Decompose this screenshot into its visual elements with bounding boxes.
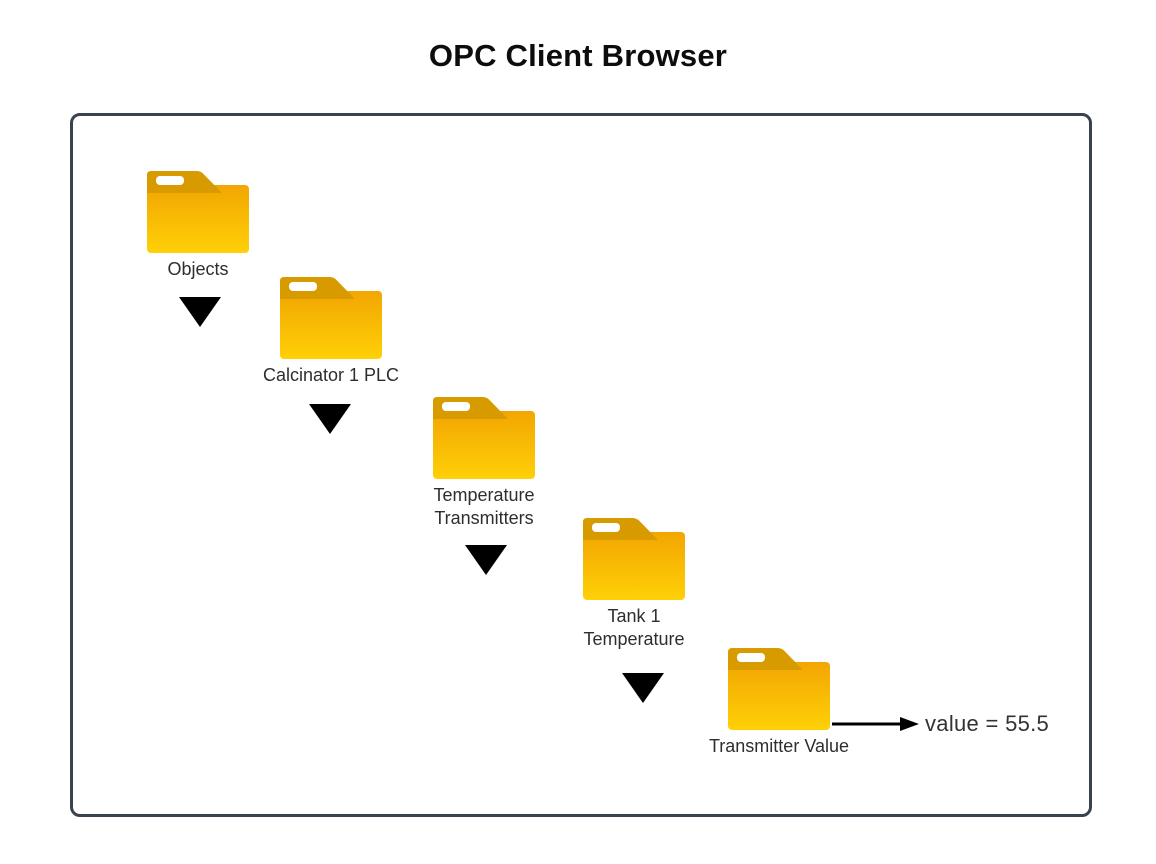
folder-icon[interactable] <box>279 272 383 360</box>
value-arrow-icon <box>832 717 919 731</box>
node-label: Objects <box>167 259 229 279</box>
tree-node-tank-1-temperature: Tank 1 Temperature <box>554 513 714 651</box>
triangle-down-icon[interactable] <box>308 403 352 435</box>
page-title: OPC Client Browser <box>428 38 728 73</box>
folder-icon[interactable] <box>582 513 686 601</box>
value-annotation: value = 55.5 <box>925 711 1050 736</box>
folder-icon[interactable] <box>727 643 831 731</box>
folder-icon[interactable] <box>146 166 250 254</box>
folder-icon[interactable] <box>432 392 536 480</box>
node-label: Temperature Transmitters <box>433 485 535 528</box>
node-label: Tank 1 Temperature <box>583 606 685 649</box>
node-label: Transmitter Value <box>708 736 850 756</box>
triangle-down-icon[interactable] <box>178 296 222 328</box>
triangle-down-icon[interactable] <box>464 544 508 576</box>
tree-node-calcinator-1-plc: Calcinator 1 PLC <box>251 272 411 387</box>
tree-node-transmitter-value: Transmitter Value <box>699 643 859 758</box>
triangle-down-icon[interactable] <box>621 672 665 704</box>
tree-node-temperature-transmitters: Temperature Transmitters <box>404 392 564 530</box>
node-label: Calcinator 1 PLC <box>262 365 400 385</box>
tree-node-objects: Objects <box>118 166 278 281</box>
